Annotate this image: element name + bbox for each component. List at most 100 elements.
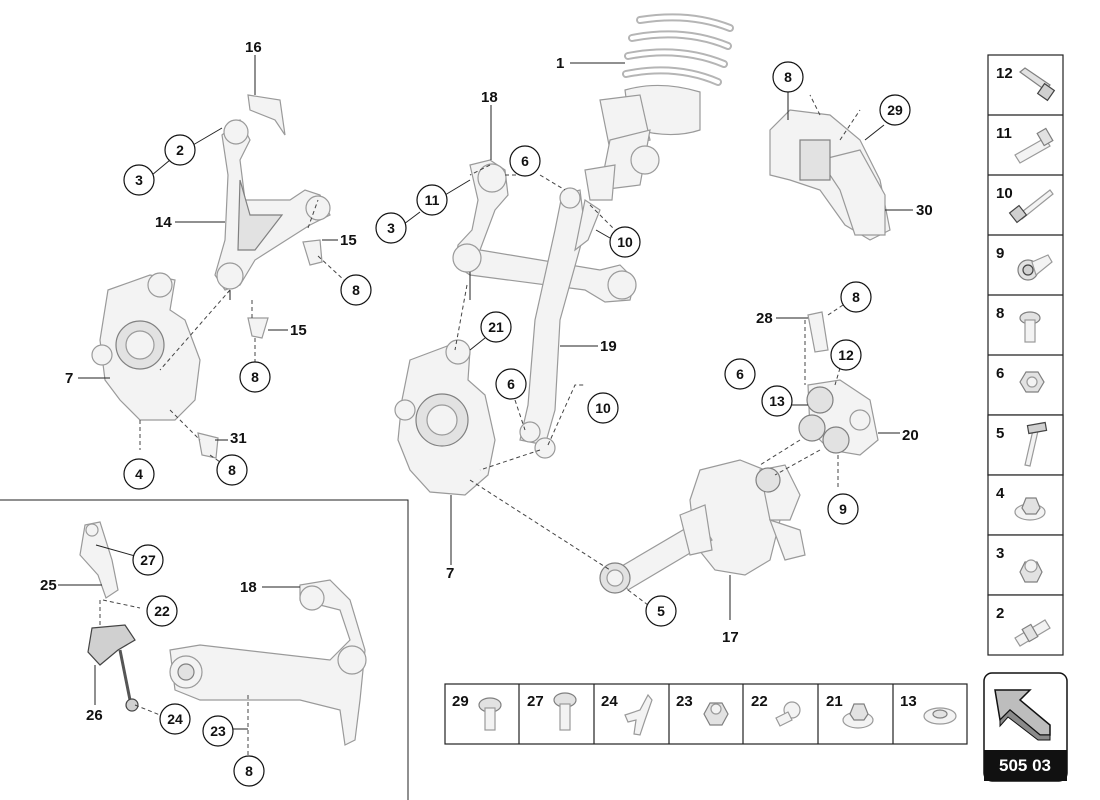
callout-circle	[609, 226, 641, 258]
hub-carrier-center-part	[394, 339, 496, 496]
part-number-label: 8	[251, 369, 259, 385]
callout-circle	[340, 274, 372, 306]
part-number-label: 6	[507, 376, 515, 392]
callout-circle	[159, 703, 191, 735]
part-number-label: 27	[140, 552, 156, 568]
part-number-label: 4	[135, 466, 143, 482]
part-number-label: 12	[838, 347, 854, 363]
legend-item-4: 4	[996, 485, 1046, 521]
upper-wishbone-part	[214, 119, 331, 300]
part-number-label: 20	[902, 427, 919, 444]
part-number-label: 23	[210, 723, 226, 739]
legend-item-10: 10	[996, 185, 1054, 224]
clip-15-upper	[302, 239, 323, 266]
inset-detail: 27 25 22 26 18 24 23 8	[0, 499, 409, 800]
callout-circle	[587, 392, 619, 424]
part-number-label: 7	[65, 370, 73, 387]
legend-item-11: 11	[996, 125, 1054, 164]
clip-31	[197, 432, 219, 459]
bushing-bracket-part	[798, 379, 879, 456]
callout-circle	[123, 164, 155, 196]
part-number-label: 15	[290, 322, 307, 339]
legend-item-5: 5	[996, 421, 1048, 467]
part-number-label: 15	[340, 232, 357, 249]
part-number-label: 13	[769, 393, 785, 409]
shock-absorber-part	[584, 13, 734, 201]
drive-housing-part	[599, 459, 806, 594]
part-number-label: 18	[481, 89, 498, 106]
part-number-label: 26	[86, 707, 103, 724]
callout-circle	[164, 134, 196, 166]
callout-circle	[146, 595, 178, 627]
part-number-label: 5	[996, 425, 1004, 442]
callout-circle	[495, 368, 527, 400]
part-number-label: 29	[887, 102, 903, 118]
part-number-label: 22	[154, 603, 170, 619]
part-number-label: 8	[784, 69, 792, 85]
part-number-label: 23	[676, 693, 693, 710]
callout-circle	[724, 358, 756, 390]
legend-item-27: 27	[527, 692, 577, 731]
toe-link-part	[519, 187, 601, 459]
callouts-main: 1 16 2 3 14 15 8 15 8 7 4 31	[65, 39, 933, 646]
legend-item-9: 9	[996, 245, 1053, 281]
clip-15-lower	[247, 317, 269, 339]
part-number-label: 7	[446, 565, 454, 582]
part-number-label: 2	[996, 605, 1004, 622]
part-number-label: 22	[751, 693, 768, 710]
part-number-label: 8	[852, 289, 860, 305]
callout-circle	[879, 94, 911, 126]
part-number-label: 27	[527, 693, 544, 710]
legend-item-24: 24	[601, 693, 653, 736]
part-number-label: 31	[230, 430, 247, 447]
callout-circle	[830, 339, 862, 371]
callout-circle	[132, 544, 164, 576]
callout-circle	[772, 61, 804, 93]
clip-28	[807, 311, 829, 353]
part-number-label: 1	[556, 55, 564, 72]
part-number-label: 11	[996, 125, 1012, 142]
part-number-label: 18	[240, 579, 257, 596]
part-number-label: 10	[617, 234, 633, 250]
legend-item-12: 12	[996, 65, 1056, 102]
hub-carrier-left-part	[91, 272, 201, 421]
callout-circle	[216, 454, 248, 486]
legend-item-21: 21	[826, 693, 874, 729]
callout-circle	[645, 595, 677, 627]
part-number-label: 25	[40, 577, 57, 594]
bottom-legend: 29 27 24 23 22 21 13	[444, 683, 968, 745]
callout-circle	[480, 311, 512, 343]
part-number-label: 3	[135, 172, 143, 188]
legend-item-3: 3	[996, 545, 1043, 583]
legend-item-29: 29	[452, 693, 502, 731]
part-number-label: 21	[826, 693, 843, 710]
page-code: 505 03	[999, 756, 1051, 775]
legend-item-23: 23	[676, 693, 729, 726]
part-number-label: 28	[756, 310, 773, 327]
part-number-label: 8	[352, 282, 360, 298]
part-number-label: 6	[736, 366, 744, 382]
part-number-label: 29	[452, 693, 469, 710]
part-number-label: 3	[387, 220, 395, 236]
part-number-label: 10	[595, 400, 611, 416]
part-number-label: 19	[600, 338, 617, 355]
part-number-label: 6	[521, 153, 529, 169]
clip-16	[247, 94, 286, 136]
callout-circle	[202, 715, 234, 747]
part-number-label: 5	[657, 603, 665, 619]
part-number-label: 10	[996, 185, 1013, 202]
legend-item-6: 6	[996, 365, 1045, 393]
callout-circle	[827, 493, 859, 525]
part-number-label: 17	[722, 629, 739, 646]
part-number-label: 2	[176, 142, 184, 158]
part-number-label: 3	[996, 545, 1004, 562]
callout-circle	[416, 184, 448, 216]
callout-circle	[375, 212, 407, 244]
upper-wishbone-center-part	[452, 159, 637, 303]
callout-circle	[761, 385, 793, 417]
part-number-label: 8	[228, 462, 236, 478]
part-number-label: 16	[245, 39, 262, 56]
part-number-label: 9	[839, 501, 847, 517]
side-legend: 12 11 10 9 8 6	[987, 54, 1064, 656]
